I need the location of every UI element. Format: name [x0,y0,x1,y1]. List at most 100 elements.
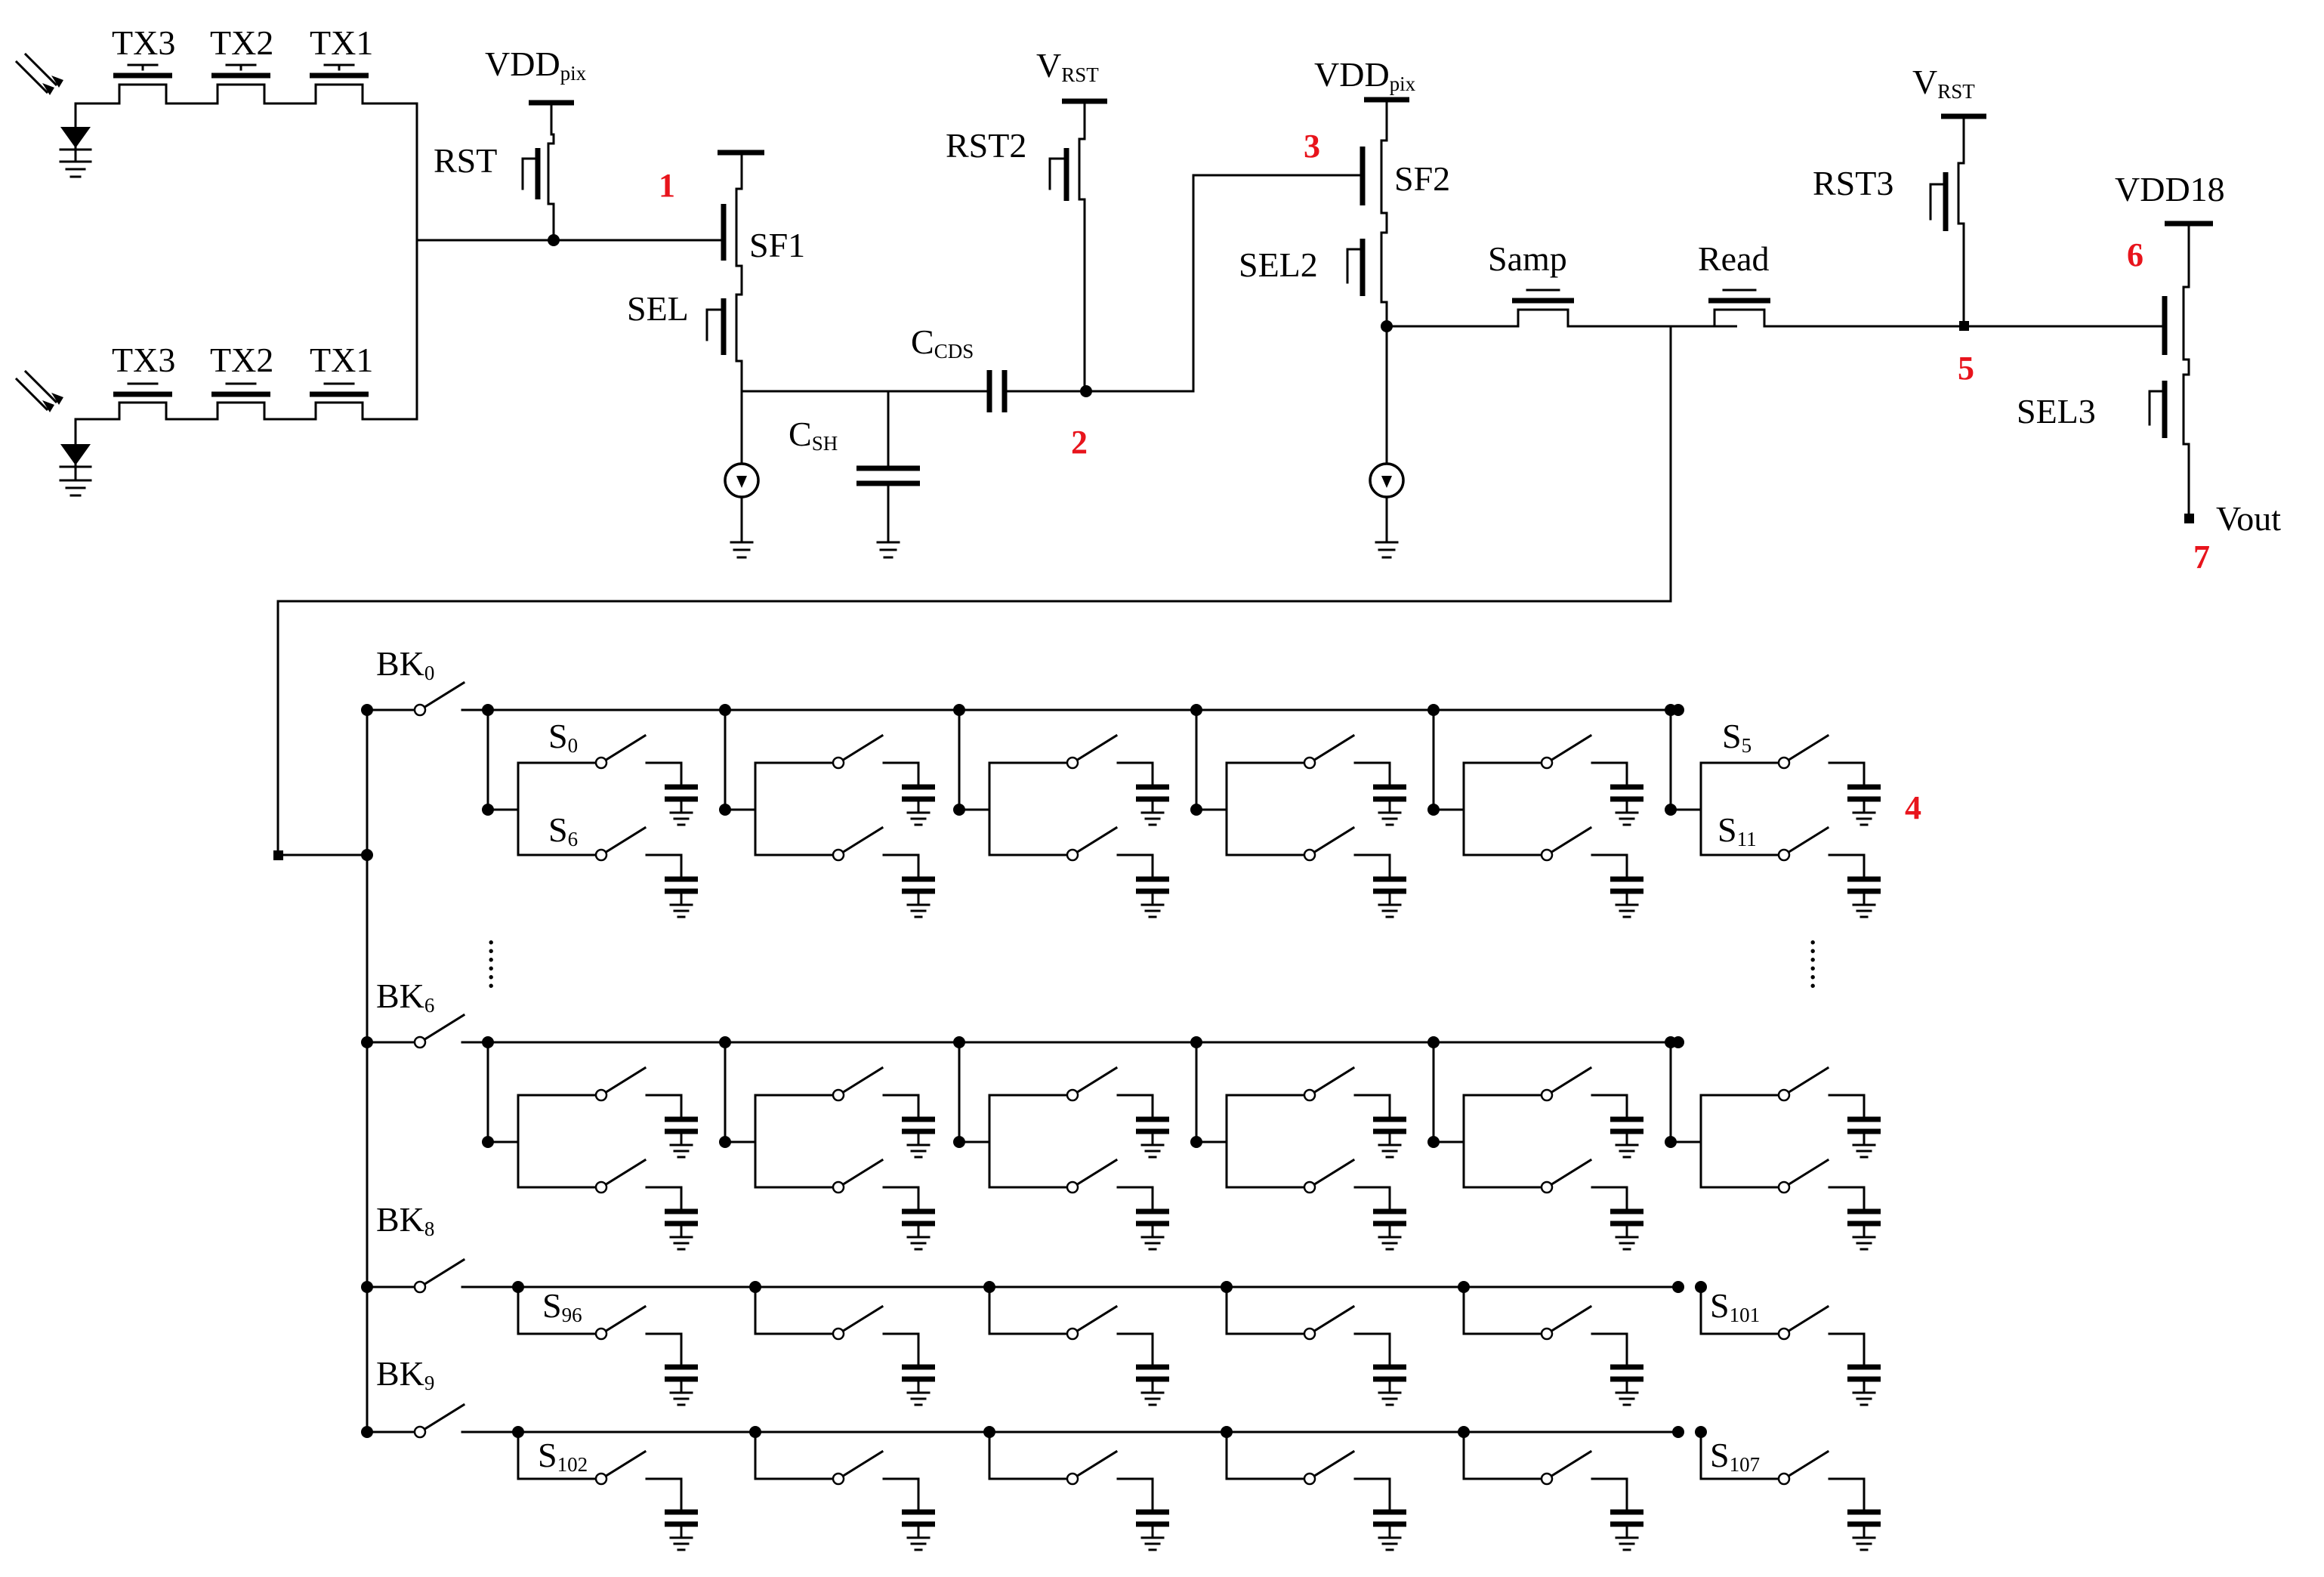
node-4: 4 [1905,789,1921,826]
junction-dot [1665,1036,1677,1048]
junction-dot [719,704,731,716]
wire [1116,1094,1154,1121]
wire [1591,1477,1628,1514]
switch-contact [1303,1472,1316,1486]
wire [1353,1094,1391,1121]
photodiode-top [14,52,92,178]
sf2-label: SF2 [1394,159,1450,198]
switch-blade [1545,1066,1593,1097]
switch-contact [1777,1327,1791,1341]
sel-label: SEL [627,289,689,328]
wire [1591,1332,1628,1369]
switch-contact [832,1472,845,1486]
switch-contact [413,1280,427,1294]
ellipsis-left: ...... [482,938,520,990]
wire [1353,1332,1391,1369]
cds-stage [1048,97,1965,603]
wire [988,1430,1074,1480]
switch-blade [599,1304,647,1336]
switch-contact [1540,848,1554,862]
wire [1116,1186,1154,1213]
switch-contact [1066,756,1079,770]
switch-contact [413,1035,427,1049]
s107-label: S107 [1710,1436,1760,1476]
wire [645,1186,683,1213]
switch-blade [836,1449,884,1481]
switch-blade [599,1066,647,1097]
switch-contact [1303,1327,1316,1341]
wire [1225,1285,1311,1335]
switch-contact [1777,848,1791,862]
switch-blade [1782,733,1830,765]
wire [1462,1430,1548,1480]
vdd-pix-2-label: VDDpix [1314,55,1416,95]
switch-blade [836,826,884,857]
read-label: Read [1698,239,1770,278]
wire [517,1430,603,1480]
switch-blade [1070,1449,1119,1481]
switch-contact [594,756,608,770]
switch-contact [832,1088,845,1102]
wire [645,853,683,881]
bk8-label: BK8 [376,1200,434,1240]
s5-label: S5 [1722,717,1751,757]
switch-blade [1307,1158,1356,1190]
wire [645,1094,683,1121]
switch-contact [832,756,845,770]
switch-contact [594,1180,608,1194]
junction-dot [719,1136,731,1148]
vout-label: Vout [2216,499,2281,538]
switch-contact [832,1180,845,1194]
tx1-bottom-label: TX1 [310,341,373,379]
wire [1116,1332,1154,1369]
switch-blade [418,1403,466,1434]
switch-blade [599,1158,647,1190]
junction-dot [1190,704,1202,716]
wire [1353,1186,1391,1213]
junction-dot [482,1136,494,1148]
switch-contact [413,1425,427,1439]
switch-contact [1540,1088,1554,1102]
junction-dot [719,804,731,816]
switch-blade [599,733,647,765]
tx2-bottom-label: TX2 [210,341,273,379]
wire [882,761,920,788]
wire [1828,1477,1866,1514]
switch-blade [1307,826,1356,857]
switch-blade [1070,1158,1119,1190]
switch-contact [1303,1088,1316,1102]
s96-label: S96 [542,1286,582,1326]
sel2-label: SEL2 [1239,245,1318,284]
bk0-label: BK0 [376,644,434,684]
switch-contact [1540,1472,1554,1486]
rst-label: RST [434,141,497,180]
junction-dot [1665,804,1677,816]
switch-blade [1545,1304,1593,1336]
tx-chain-top [74,63,418,421]
photodiode-bottom [14,369,92,497]
wire [882,1094,920,1121]
wire [645,1332,683,1369]
wire [1116,761,1154,788]
switch-blade [1307,1449,1356,1481]
switch-contact [832,1327,845,1341]
junction-dot [482,804,494,816]
switch-blade [1782,1449,1830,1481]
switch-contact [1777,756,1791,770]
vdd18-label: VDD18 [2115,170,2225,208]
wire [645,1477,683,1514]
junction-dot [953,1036,965,1048]
node-7: 7 [2193,539,2210,576]
wire [754,1430,840,1480]
junction-dot [1427,1136,1440,1148]
wire [645,761,683,788]
switch-contact [1540,756,1554,770]
switch-blade [1545,1449,1593,1481]
junction-dot [1665,1136,1677,1148]
switch-blade [1782,1304,1830,1336]
switch-contact [1777,1472,1791,1486]
switch-blade [1307,1304,1356,1336]
wire [1591,1094,1628,1121]
junction-dot [719,1036,731,1048]
wire [1353,1477,1391,1514]
